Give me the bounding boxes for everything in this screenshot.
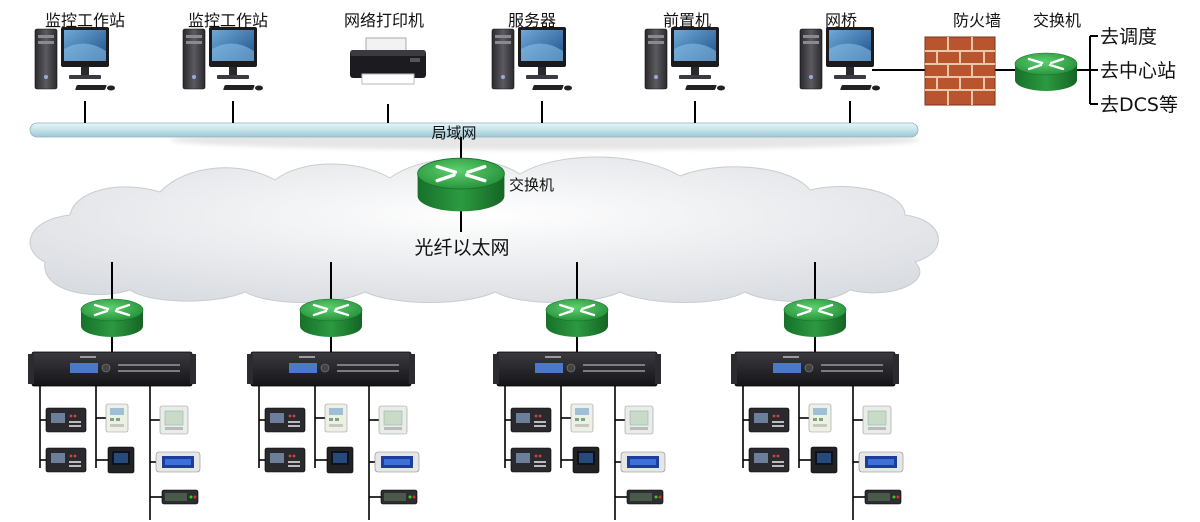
fiber-ethernet-cloud <box>29 156 939 303</box>
top-device-bridge <box>799 26 881 91</box>
firewall-icon <box>924 36 996 106</box>
label-to-central-station: 去中心站 <box>1100 60 1176 82</box>
label-monitoring-workstation-1: 监控工作站 <box>45 11 125 30</box>
label-bridge: 网桥 <box>825 11 857 30</box>
label-monitoring-workstation-2: 监控工作站 <box>188 11 268 30</box>
label-to-dcs: 去DCS等 <box>1100 94 1178 116</box>
label-front-end-processor: 前置机 <box>663 11 711 30</box>
substation-group-1 <box>27 351 201 520</box>
label-fiber-ethernet: 光纤以太网 <box>414 237 509 259</box>
substation-group-3 <box>493 352 665 520</box>
label-server: 服务器 <box>508 11 556 30</box>
label-to-dispatch: 去调度 <box>1100 26 1157 48</box>
label-network-printer: 网络打印机 <box>344 11 424 30</box>
switch-icon-edge-4 <box>782 297 848 339</box>
top-device-server <box>491 26 573 91</box>
top-device-front-end-processor <box>644 26 726 91</box>
connection-lines <box>84 35 1098 352</box>
switch-icon-uplink <box>1013 51 1079 93</box>
lan-bus <box>29 122 920 150</box>
substation-group-4 <box>731 352 903 520</box>
top-device-labels: 监控工作站 监控工作站 网络打印机 服务器 前置机 网桥 防火墙 交换机 <box>45 11 1081 30</box>
top-device-network-printer <box>349 37 427 85</box>
switch-icon-core <box>415 156 507 214</box>
top-device-monitoring-workstation-1 <box>34 26 116 91</box>
label-uplink-switch: 交换机 <box>1033 11 1081 30</box>
substation-group-2 <box>247 352 419 520</box>
top-device-monitoring-workstation-2 <box>182 26 264 91</box>
destination-labels: 去调度 去中心站 去DCS等 <box>1100 26 1178 116</box>
switch-icon-edge-2 <box>298 297 364 339</box>
label-lan: 局域网 <box>431 124 476 142</box>
label-firewall: 防火墙 <box>953 11 1001 30</box>
switch-icon-edge-1 <box>79 297 145 339</box>
label-core-switch: 交换机 <box>509 176 554 194</box>
switch-icon-edge-3 <box>544 297 610 339</box>
